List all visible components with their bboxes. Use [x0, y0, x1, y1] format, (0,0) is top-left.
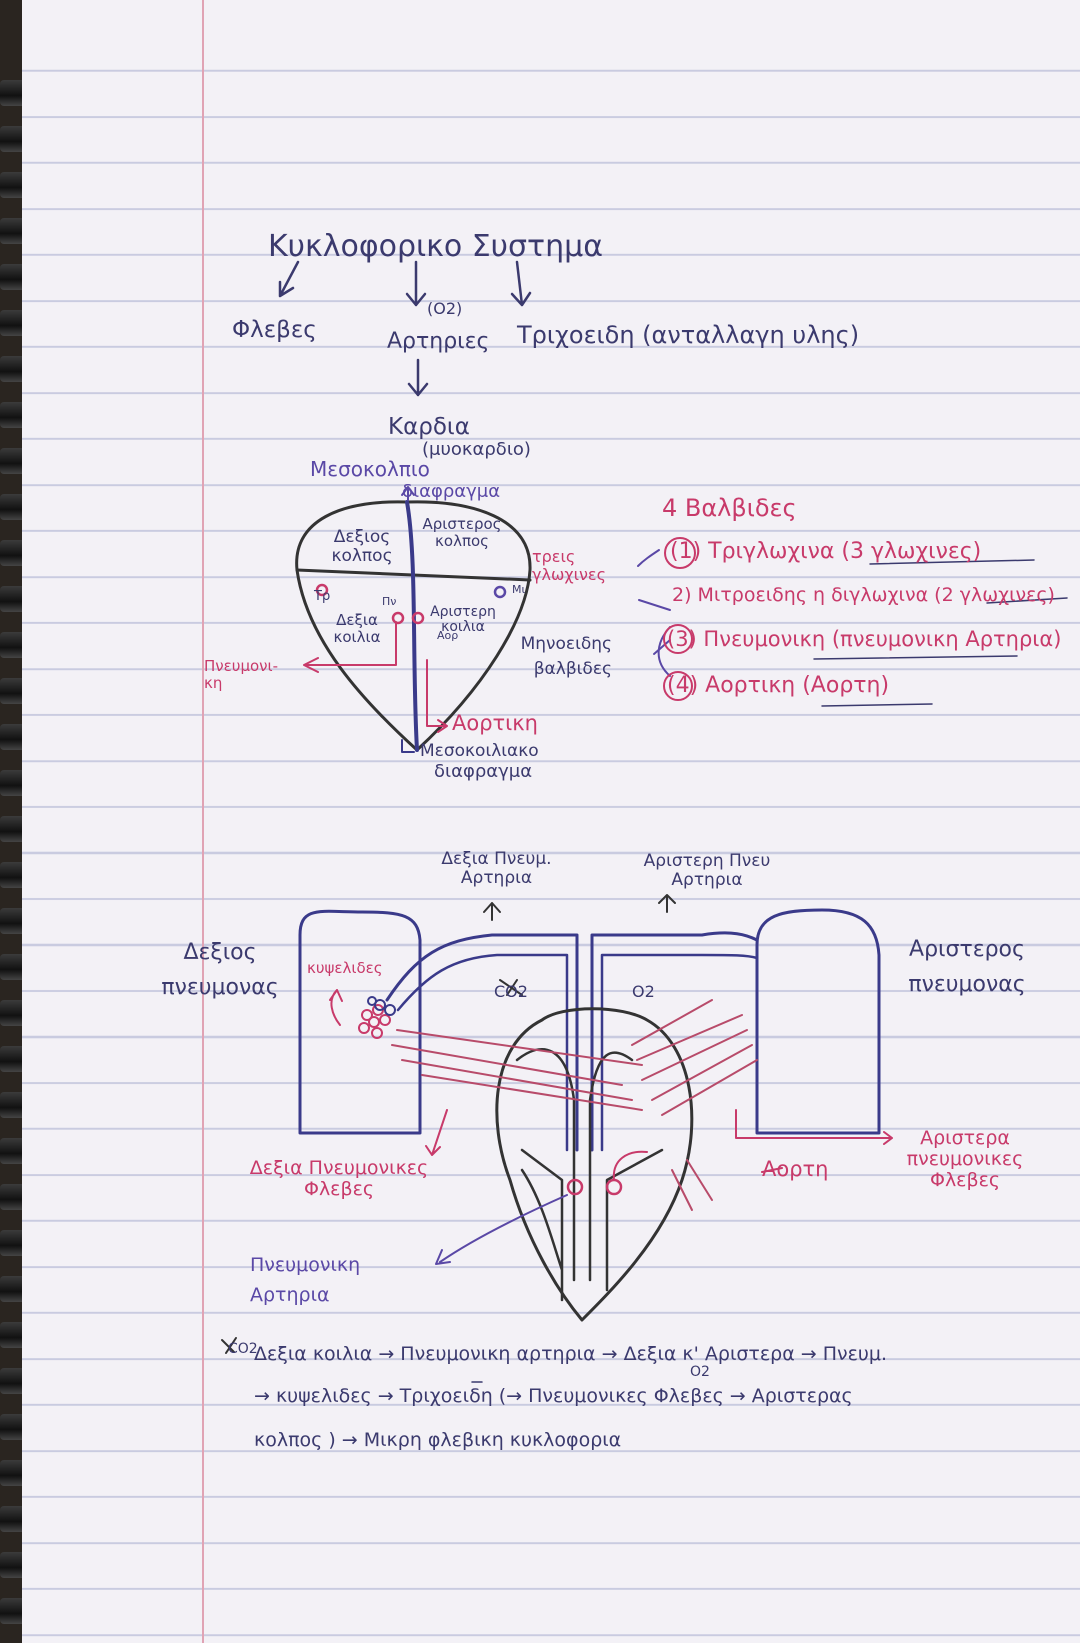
- diaphragm-bottom-label: διαφραγμα: [434, 761, 533, 782]
- right-atrium-label: Δεξιος κολπος: [331, 527, 393, 566]
- arteries-label: Αρτηριες: [387, 329, 490, 354]
- left-ventricle-label: Αριστερη κοιλια: [430, 604, 496, 636]
- right-pa-label: Δεξια Πνευμ. Αρτηρια: [441, 849, 552, 888]
- margin-line: [202, 0, 204, 1643]
- pulmonary-artery-short: Πνευμονι-κη: [204, 657, 279, 692]
- left-atrium-label: Αριστερος κολπος: [422, 515, 502, 550]
- valve-underlines: [813, 559, 1068, 707]
- heart-label: Καρδια: [388, 414, 470, 440]
- page-title: Κυκλοφορικο Συστημα: [268, 229, 603, 264]
- alveoli-label: κυψελιδες: [307, 959, 383, 977]
- left-pa-label: Αριστερη Πνευ Αρτηρια: [643, 851, 771, 890]
- o2-label: O2: [632, 982, 655, 1001]
- co2-label: CO2: [494, 982, 528, 1001]
- septum-top-label: Μεσοκολπιο: [310, 457, 430, 481]
- left-lung-label: Αριστερος πνευμονας: [908, 937, 1026, 998]
- semilunar-label: Μηνοειδης βαλβιδες: [520, 634, 612, 679]
- valve-item-1: (1) Τριγλωχινα (3 γλωχινες): [670, 539, 982, 564]
- drawing-layer: [221, 260, 1068, 1383]
- three-cusp-label: τρεις γλωχινες: [532, 547, 606, 585]
- mitral-abbr: Μι: [512, 583, 526, 596]
- pulmonary-abbr: Πν: [382, 595, 397, 608]
- right-ventricle-label: Δεξια κοιλια: [333, 611, 381, 646]
- notebook-page: Κυκλοφορικο Συστημα Φλεβες (O2) Αρτηριες…: [22, 0, 1080, 1643]
- aortic-abbr: Αορ: [437, 629, 459, 642]
- diaphragm-top-label: διαφραγμα: [402, 481, 501, 502]
- aorta-heart-label: Αορτικη: [452, 711, 538, 735]
- summary-co2: CO2: [228, 1341, 258, 1357]
- circulation-diagram: [221, 894, 893, 1354]
- pulmonary-artery-label: Πνευμονικη Αρτηρια: [250, 1254, 361, 1307]
- myocardium-label: (μυοκαρδιο): [422, 439, 531, 460]
- aorta-label: Αορτη: [762, 1157, 829, 1181]
- valve-item-3: (3) Πνευμονικη (πνευμονικη Αρτηρια): [667, 627, 1062, 651]
- summary-line-2: → κυψελιδες → Τριχοειδη (→ Πνευμονικες Φ…: [254, 1385, 853, 1407]
- capillaries-label: Τριχοειδη (ανταλλαγη υλης): [517, 321, 860, 349]
- veins-label: Φλεβες: [232, 317, 317, 343]
- summary-line-1: Δεξια κοιλια → Πνευμονικη αρτηρια → Δεξι…: [254, 1343, 888, 1365]
- alveoli-cluster: [358, 1004, 391, 1039]
- valves-title: 4 Βαλβιδες: [662, 494, 797, 522]
- o2-note: (O2): [427, 299, 463, 318]
- summary-o2: O2: [690, 1364, 710, 1380]
- septum-bottom-label: Μεσοκοιλιακο: [420, 741, 539, 761]
- summary-line-3: κολπος ) → Μικρη φλεβικη κυκλοφορια: [254, 1429, 622, 1451]
- tricuspid-abbr: Τρ: [314, 589, 331, 604]
- valve-brackets: [637, 549, 671, 677]
- valve-item-2: 2) Μιτροειδης η διγλωχινα (2 γλωχινες): [672, 584, 1055, 606]
- right-lung-label: Δεξιος πνευμονας: [161, 940, 279, 1001]
- heart-diagram: [295, 486, 532, 753]
- right-pv-label: Δεξια Πνευμονικες Φλεβες: [249, 1157, 429, 1200]
- tree-arrows: [278, 260, 532, 397]
- valve-circles: [663, 537, 696, 701]
- left-pv-label: Αριστερα πνευμονικες Φλεβες: [906, 1127, 1024, 1191]
- valve-item-4: (4) Αορτικη (Αορτη): [667, 673, 890, 698]
